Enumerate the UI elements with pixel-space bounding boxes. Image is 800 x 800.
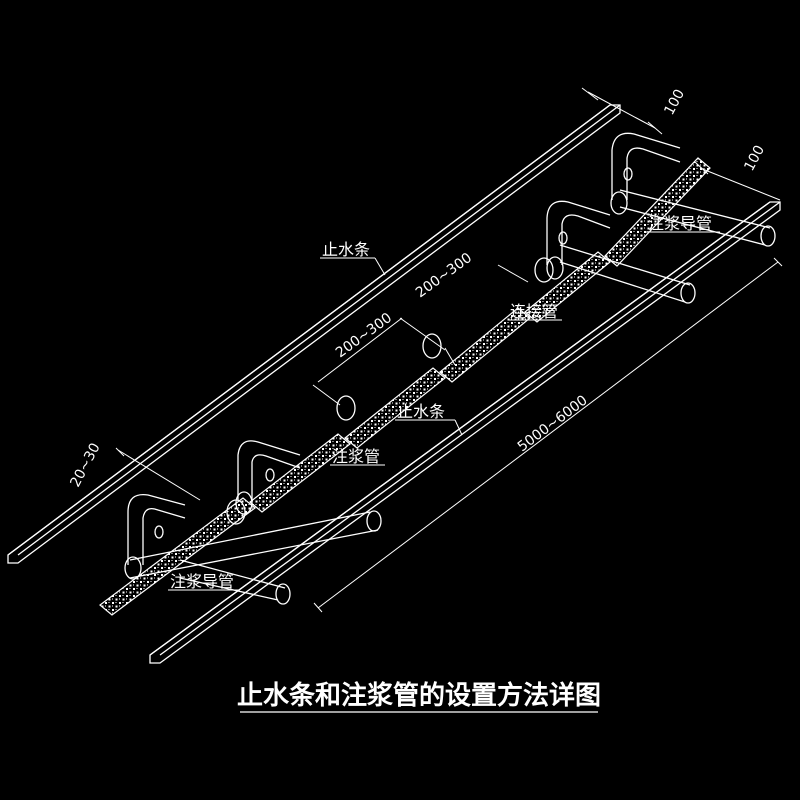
dim-spacing-1: 200~300 [333, 310, 395, 361]
dimension-spacing-2 [444, 264, 529, 366]
drawing-title: 止水条和注浆管的设置方法详图 [237, 680, 601, 711]
label-guide-pipe-right: 注浆导管 [648, 214, 712, 233]
dim-length: 5000~6000 [515, 392, 591, 455]
guide-pipe-left [124, 440, 301, 580]
guide-pipe-right [546, 132, 681, 280]
dimension-offset [115, 447, 201, 501]
water-stop-strip-upper [7, 104, 621, 564]
label-guide-pipe-left: 注浆导管 [170, 572, 234, 591]
dim-offset: 20~30 [67, 441, 103, 490]
dimension-spacing-1 [312, 317, 446, 406]
dim-width-b: 100 [741, 143, 768, 174]
dimension-width-a [581, 87, 663, 135]
water-stop-strip-lower [149, 201, 781, 664]
dimension-width-b [694, 161, 781, 201]
dimension-length [313, 257, 783, 613]
label-connector-pipe: 连接管 [510, 302, 558, 321]
leader-water-stop-mid-tick [454, 419, 463, 436]
grout-pipe [99, 157, 711, 616]
leader-water-stop-top-tick [374, 257, 386, 276]
label-grout-pipe: 注浆管 [332, 447, 380, 466]
dim-spacing-2: 200~300 [413, 250, 475, 301]
label-water-stop-top: 止水条 [322, 240, 370, 259]
guide-pipe-bar-upper [559, 189, 776, 304]
guide-pipe-bar-lower [129, 510, 382, 605]
label-water-stop-mid: 止水条 [397, 402, 445, 421]
dim-width-a: 100 [661, 87, 688, 118]
